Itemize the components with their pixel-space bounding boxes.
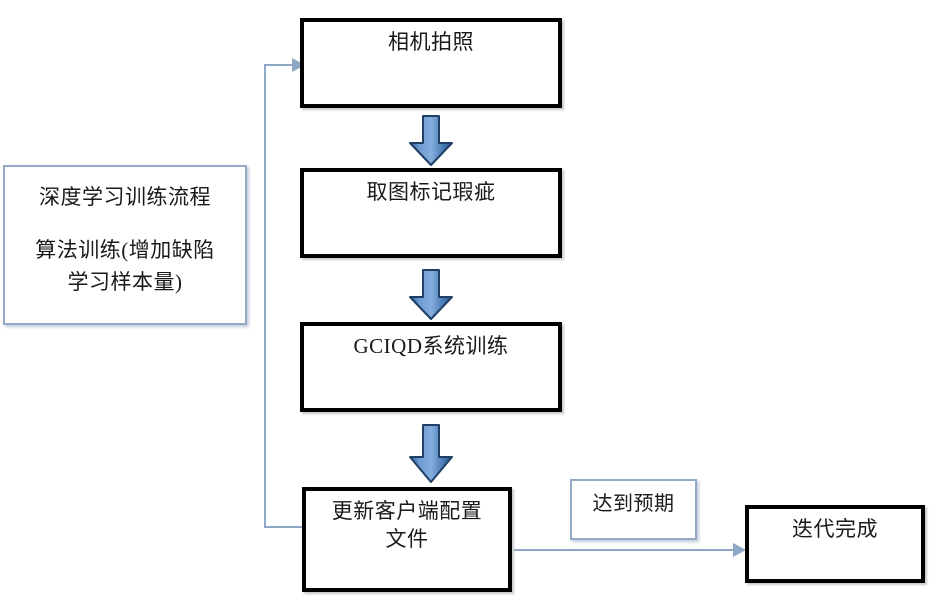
note-line-2: 算法训练(增加缺陷: [35, 237, 215, 262]
process-box-camera-capture-label: 相机拍照: [388, 30, 474, 54]
process-box-gciqd-training: GCIQD系统训练: [300, 322, 562, 412]
arrow-training-to-update: [408, 424, 454, 483]
process-box-update-client-config-label: 更新客户端配置 文件: [331, 499, 483, 551]
note-box-training-process-text: 深度学习训练流程算法训练(增加缺陷学习样本量): [5, 181, 245, 299]
label-box-meets-expectation: 达到预期: [570, 479, 697, 540]
process-box-iteration-complete: 迭代完成: [745, 505, 925, 583]
label-box-meets-expectation-text: 达到预期: [592, 493, 675, 515]
process-box-iteration-complete-label: 迭代完成: [792, 517, 878, 541]
down-block-arrow-icon: [409, 424, 453, 483]
note-box-training-process: 深度学习训练流程算法训练(增加缺陷学习样本量): [3, 165, 247, 325]
process-box-gciqd-training-label: GCIQD系统训练: [353, 334, 509, 358]
note-line-1: 深度学习训练流程: [39, 185, 211, 209]
process-box-camera-capture: 相机拍照: [300, 18, 562, 108]
process-box-mark-defects-label: 取图标记瑕疵: [366, 180, 496, 204]
down-block-arrow-icon: [409, 269, 453, 320]
note-line-3: 学习样本量): [67, 270, 183, 295]
process-box-update-client-config: 更新客户端配置 文件: [302, 487, 512, 592]
process-box-mark-defects: 取图标记瑕疵: [300, 168, 562, 258]
down-block-arrow-icon: [409, 115, 453, 166]
arrow-mark-to-training: [408, 269, 454, 320]
arrow-capture-to-mark: [408, 115, 454, 166]
